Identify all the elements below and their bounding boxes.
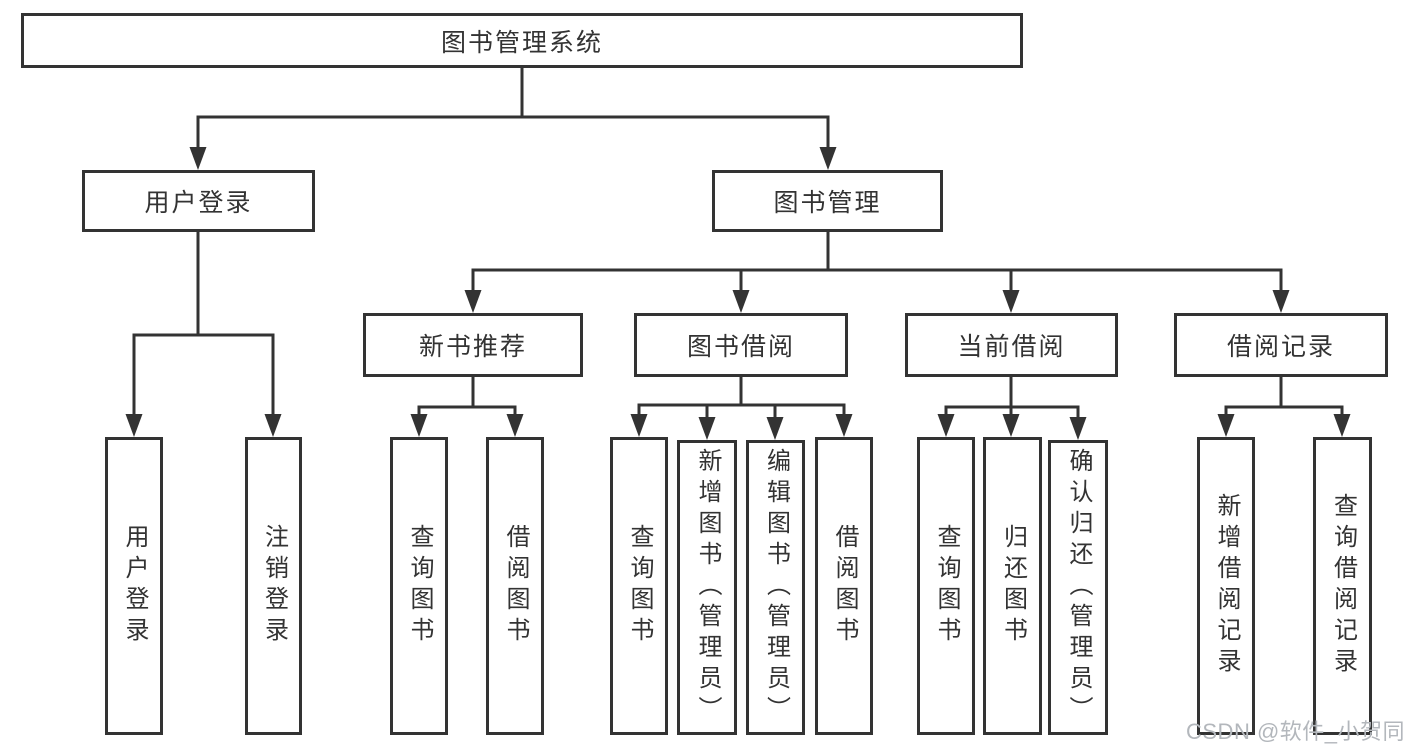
leaf-confirm-return-admin-label: 确认归还（管理员） [1065, 448, 1092, 727]
node-user-login: 用户登录 [82, 170, 315, 232]
leaf-edit-book-admin-label: 编辑图书（管理员） [762, 448, 790, 727]
leaf-add-book-admin: 新增图书（管理员） [677, 440, 737, 735]
node-book-borrow: 图书借阅 [634, 313, 848, 377]
node-book-management-label: 图书管理 [773, 189, 882, 217]
leaf-query-borrow-record: 查询借阅记录 [1313, 437, 1372, 735]
node-book-borrow-label: 图书借阅 [686, 333, 795, 361]
node-user-login-label: 用户登录 [144, 189, 253, 217]
node-book-management: 图书管理 [712, 170, 943, 232]
node-current-borrow-label: 当前借阅 [957, 333, 1066, 361]
leaf-borrow-books-1: 借阅图书 [486, 437, 544, 735]
node-borrow-records-label: 借阅记录 [1226, 333, 1335, 361]
leaf-logout-label: 注销登录 [260, 524, 288, 648]
leaf-return-book-label: 归还图书 [999, 524, 1027, 648]
leaf-user-login: 用户登录 [105, 437, 163, 735]
leaf-query-borrow-record-label: 查询借阅记录 [1329, 493, 1357, 679]
node-root-label: 图书管理系统 [440, 28, 603, 57]
leaf-borrow-books-1-label: 借阅图书 [502, 524, 529, 648]
node-new-book-recommend: 新书推荐 [363, 313, 583, 377]
leaf-add-book-admin-label: 新增图书（管理员） [694, 448, 721, 727]
leaf-add-borrow-record: 新增借阅记录 [1197, 437, 1255, 735]
node-borrow-records: 借阅记录 [1174, 313, 1388, 377]
leaf-query-books-3: 查询图书 [917, 437, 975, 735]
node-new-book-recommend-label: 新书推荐 [418, 333, 527, 361]
leaf-confirm-return-admin: 确认归还（管理员） [1048, 440, 1108, 735]
leaf-query-books-1: 查询图书 [390, 437, 448, 735]
leaf-return-book: 归还图书 [983, 437, 1042, 735]
leaf-logout: 注销登录 [245, 437, 302, 735]
leaf-borrow-books-2: 借阅图书 [815, 437, 873, 735]
leaf-borrow-books-2-label: 借阅图书 [831, 524, 858, 648]
leaf-edit-book-admin: 编辑图书（管理员） [746, 440, 805, 735]
csdn-watermark: CSDN @软件_小贺同学 [1186, 719, 1405, 744]
leaf-add-borrow-record-label: 新增借阅记录 [1213, 493, 1240, 679]
leaf-query-books-2: 查询图书 [610, 437, 668, 735]
leaf-user-login-label: 用户登录 [121, 524, 148, 648]
leaf-query-books-1-label: 查询图书 [406, 524, 433, 648]
node-root: 图书管理系统 [21, 13, 1023, 68]
leaf-query-books-2-label: 查询图书 [626, 524, 653, 648]
node-current-borrow: 当前借阅 [905, 313, 1118, 377]
leaf-query-books-3-label: 查询图书 [933, 524, 960, 648]
